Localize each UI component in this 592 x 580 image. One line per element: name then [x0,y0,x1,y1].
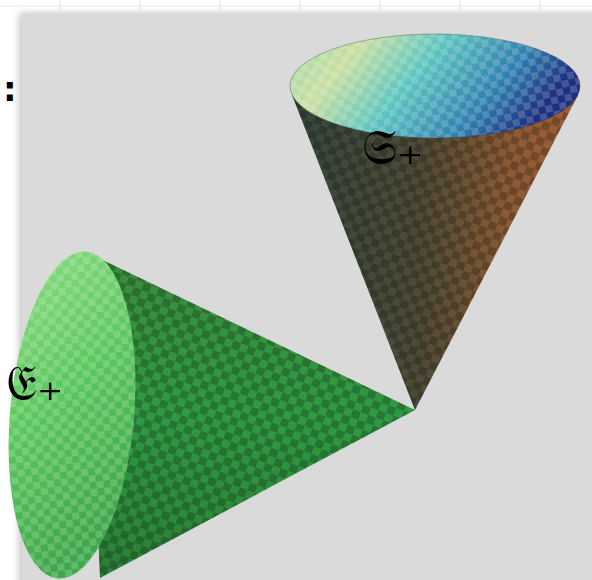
cone-label: 𝔖₊ [362,120,424,175]
cone-region: 𝔈₊ [2,352,68,415]
cone-label: 𝔈₊ [6,356,64,411]
cone-region: 𝔖₊ [358,116,428,179]
slide-text-fragment: : [3,72,17,106]
